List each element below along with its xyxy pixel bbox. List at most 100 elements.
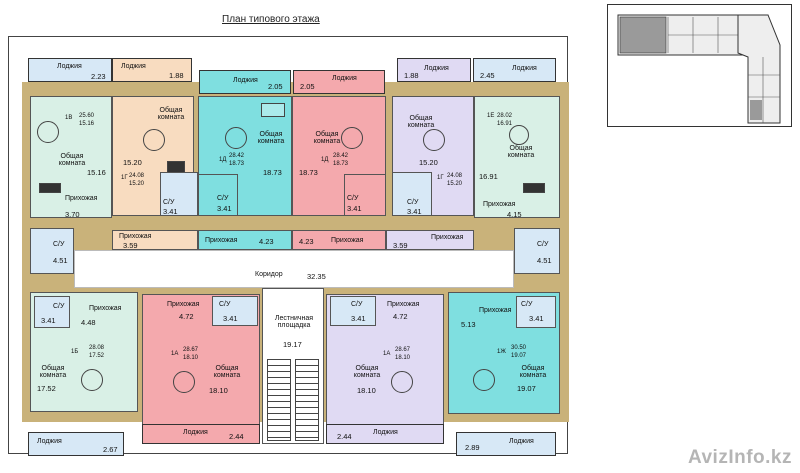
wc-area: 3.41 — [351, 314, 366, 323]
table-icon — [509, 125, 529, 145]
apt-living: 18.73 — [333, 161, 349, 167]
hall-area: 4.15 — [507, 210, 522, 219]
apt-code: 1А — [171, 351, 179, 357]
wc-label: С/У — [219, 301, 231, 308]
apt-total: 25.60 — [79, 113, 95, 119]
stair-landing: Лестничная площадка 19.17 — [262, 288, 324, 444]
room-label: Общая комната — [39, 365, 67, 379]
wc-1b: С/У 3.41 — [34, 296, 70, 328]
wc-side-left: С/У 4.51 — [30, 228, 74, 274]
apt-living: 19.07 — [511, 353, 527, 359]
wc-1d-right: С/У 3.41 — [344, 174, 386, 216]
loggia-area: 1.88 — [169, 71, 184, 80]
loggia-label: Лоджия — [183, 429, 208, 436]
corridor-area: 32.35 — [307, 272, 326, 281]
room-label: Общая комната — [519, 365, 547, 379]
hall-area: 4.48 — [81, 318, 96, 327]
loggia-top-4: Лоджия 2.05 — [293, 70, 385, 94]
table-icon — [37, 121, 59, 143]
room-area: 18.73 — [263, 168, 282, 177]
apartment-1v: 1В 25.60 15.16 Общая комната 15.16 Прихо… — [30, 96, 112, 218]
room-area: 15.20 — [123, 158, 142, 167]
wc-1zh: С/У 3.41 — [516, 296, 556, 328]
wc-area: 4.51 — [53, 256, 68, 265]
apt-total: 28.67 — [183, 347, 199, 353]
wc-area: 3.41 — [217, 204, 232, 213]
table-icon — [143, 129, 165, 151]
hall-label: Прихожая — [431, 234, 464, 241]
apt-total: 28.02 — [497, 113, 513, 119]
hall-label: Прихожая — [119, 233, 152, 240]
loggia-top-1: Лоджия 2.23 — [28, 58, 112, 82]
hall-1d-right: 4.23 Прихожая — [292, 230, 386, 250]
stair-flight-right — [295, 359, 319, 441]
apt-living: 18.10 — [395, 355, 411, 361]
key-plan-drawing — [617, 14, 781, 124]
wc-1a-right: С/У 3.41 — [330, 296, 376, 326]
loggia-area: 2.44 — [337, 432, 352, 441]
room-area: 15.20 — [419, 158, 438, 167]
hall-1d-left: Прихожая 4.23 — [198, 230, 292, 250]
wc-1g-right: С/У 3.41 — [392, 172, 432, 216]
hall-area: 4.23 — [299, 237, 314, 246]
room-area: 18.10 — [357, 386, 376, 395]
stair-label: Лестничная площадка — [274, 315, 314, 329]
loggia-top-3: Лоджия 2.05 — [199, 70, 291, 94]
loggia-top-5: Лоджия 1.88 — [397, 58, 471, 82]
apt-living: 18.10 — [183, 355, 199, 361]
apt-total: 24.08 — [447, 173, 463, 179]
hall-1g-left: Прихожая 3.59 — [112, 230, 198, 250]
apt-code: 1Г — [437, 175, 444, 181]
hall-label: Прихожая — [483, 201, 516, 208]
table-icon — [173, 371, 195, 393]
apt-total: 24.08 — [129, 173, 145, 179]
apt-total: 28.42 — [229, 153, 245, 159]
hall-area: 5.13 — [461, 320, 476, 329]
apt-code: 1Д — [321, 157, 329, 163]
loggia-label: Лоджия — [57, 63, 82, 70]
table-icon — [225, 127, 247, 149]
loggia-bottom-2: Лоджия 2.44 — [142, 424, 260, 444]
hall-label: Прихожая — [479, 307, 512, 314]
apt-code: 1В — [65, 115, 73, 121]
hall-1g-right: Прихожая 3.59 — [386, 230, 474, 250]
wc-label: С/У — [217, 195, 229, 202]
room-area: 16.91 — [479, 172, 498, 181]
loggia-top-6: Лоджия 2.45 — [473, 58, 556, 82]
loggia-bottom-3: 2.44 Лоджия — [326, 424, 444, 444]
apt-living: 16.91 — [497, 121, 513, 127]
table-icon — [341, 127, 363, 149]
room-area: 19.07 — [517, 384, 536, 393]
wc-1a-left: С/У 3.41 — [212, 296, 258, 326]
room-label: Общая комната — [313, 131, 341, 145]
apartment-1d-left: 1Д 28.42 18.73 Общая комната 18.73 — [198, 96, 292, 216]
wc-area: 3.41 — [407, 207, 422, 216]
wc-label: С/У — [163, 199, 175, 206]
hall-area: 4.72 — [179, 312, 194, 321]
wc-label: С/У — [53, 303, 65, 310]
apt-code: 1Б — [71, 349, 79, 355]
hall-label: Прихожая — [205, 237, 238, 244]
room-area: 15.16 — [87, 168, 106, 177]
room-label: Общая комната — [157, 107, 185, 121]
room-label: Общая комната — [257, 131, 285, 145]
wc-side-right: С/У 4.51 — [514, 228, 560, 274]
loggia-area: 1.88 — [404, 71, 419, 80]
wc-1g-left: С/У 3.41 — [160, 172, 198, 216]
apt-living: 17.52 — [89, 353, 105, 359]
loggia-bottom-1: Лоджия 2.67 — [28, 432, 124, 456]
wc-1d-left: С/У 3.41 — [198, 174, 238, 216]
room-label: Общая комната — [58, 153, 86, 167]
room-label: Общая комната — [353, 365, 381, 379]
apt-total: 28.08 — [89, 345, 105, 351]
hall-area: 3.70 — [65, 210, 80, 219]
wc-area: 3.41 — [347, 204, 362, 213]
room-area: 18.10 — [209, 386, 228, 395]
apt-total: 28.67 — [395, 347, 411, 353]
hall-label: Прихожая — [167, 301, 200, 308]
loggia-label: Лоджия — [424, 65, 449, 72]
apartment-1b: Прихожая 4.48 1Б 28.08 17.52 Общая комна… — [30, 292, 138, 412]
wc-label: С/У — [53, 241, 65, 248]
table-icon — [391, 371, 413, 393]
apartment-1e: 1Е 28.02 16.91 Общая комната 16.91 Прихо… — [474, 96, 560, 218]
